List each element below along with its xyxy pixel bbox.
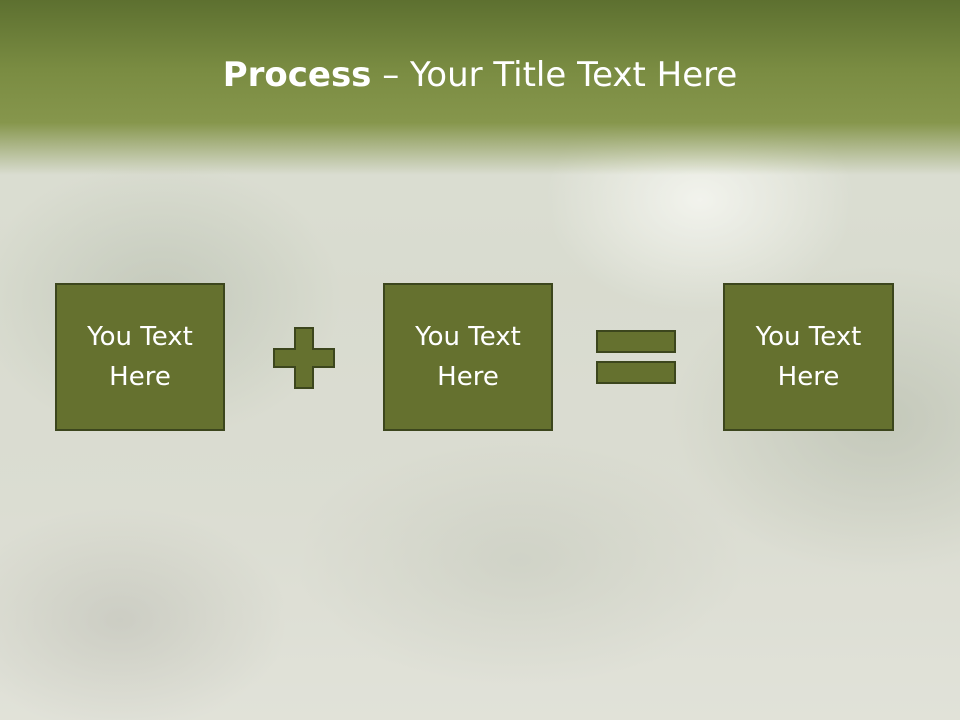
process-box-1[interactable]: You Text Here (55, 283, 225, 431)
process-box-3-label: You Text Here (755, 322, 862, 392)
process-box-2-label: You Text Here (415, 322, 521, 392)
title-rest: – Your Title Text Here (371, 55, 738, 95)
plus-icon (273, 327, 335, 389)
process-box-2[interactable]: You Text Here (383, 283, 553, 431)
process-box-1-label: You Text Here (87, 322, 193, 392)
slide-title[interactable]: Process – Your Title Text Here (0, 52, 960, 98)
equals-icon (596, 330, 676, 384)
process-box-3[interactable]: You Text Here (723, 283, 894, 431)
header-band (0, 0, 960, 175)
title-bold: Process (222, 55, 372, 95)
